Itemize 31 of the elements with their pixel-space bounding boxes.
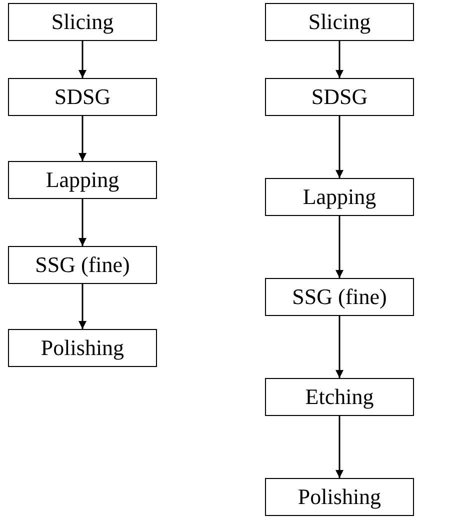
step-label: Lapping xyxy=(46,167,120,193)
step-label: SDSG xyxy=(311,84,368,110)
process-box xyxy=(265,178,414,216)
step-label: SDSG xyxy=(54,84,111,110)
arrow xyxy=(78,199,86,246)
step-label: Lapping xyxy=(302,184,376,210)
process-box xyxy=(8,246,157,284)
arrow xyxy=(336,41,344,78)
process-box xyxy=(8,161,157,199)
arrow xyxy=(336,316,344,378)
process-box xyxy=(8,3,157,41)
step-label: SSG (fine) xyxy=(35,252,130,278)
process-box xyxy=(265,3,414,41)
process-box xyxy=(8,78,157,116)
arrow xyxy=(336,116,344,178)
step-label: Polishing xyxy=(40,335,124,361)
process-box xyxy=(265,78,414,116)
step-label: Polishing xyxy=(298,484,382,510)
step-label: Slicing xyxy=(51,9,114,35)
arrow xyxy=(78,284,86,329)
process-box xyxy=(265,378,414,416)
process-box xyxy=(8,329,157,367)
arrow xyxy=(336,216,344,278)
step-label: Slicing xyxy=(308,9,371,35)
process-box xyxy=(265,278,414,316)
process-box xyxy=(265,478,414,516)
step-label: SSG (fine) xyxy=(292,284,387,310)
arrow xyxy=(336,416,344,478)
arrow xyxy=(78,116,86,161)
step-label: Etching xyxy=(305,384,374,410)
arrow xyxy=(78,41,86,78)
